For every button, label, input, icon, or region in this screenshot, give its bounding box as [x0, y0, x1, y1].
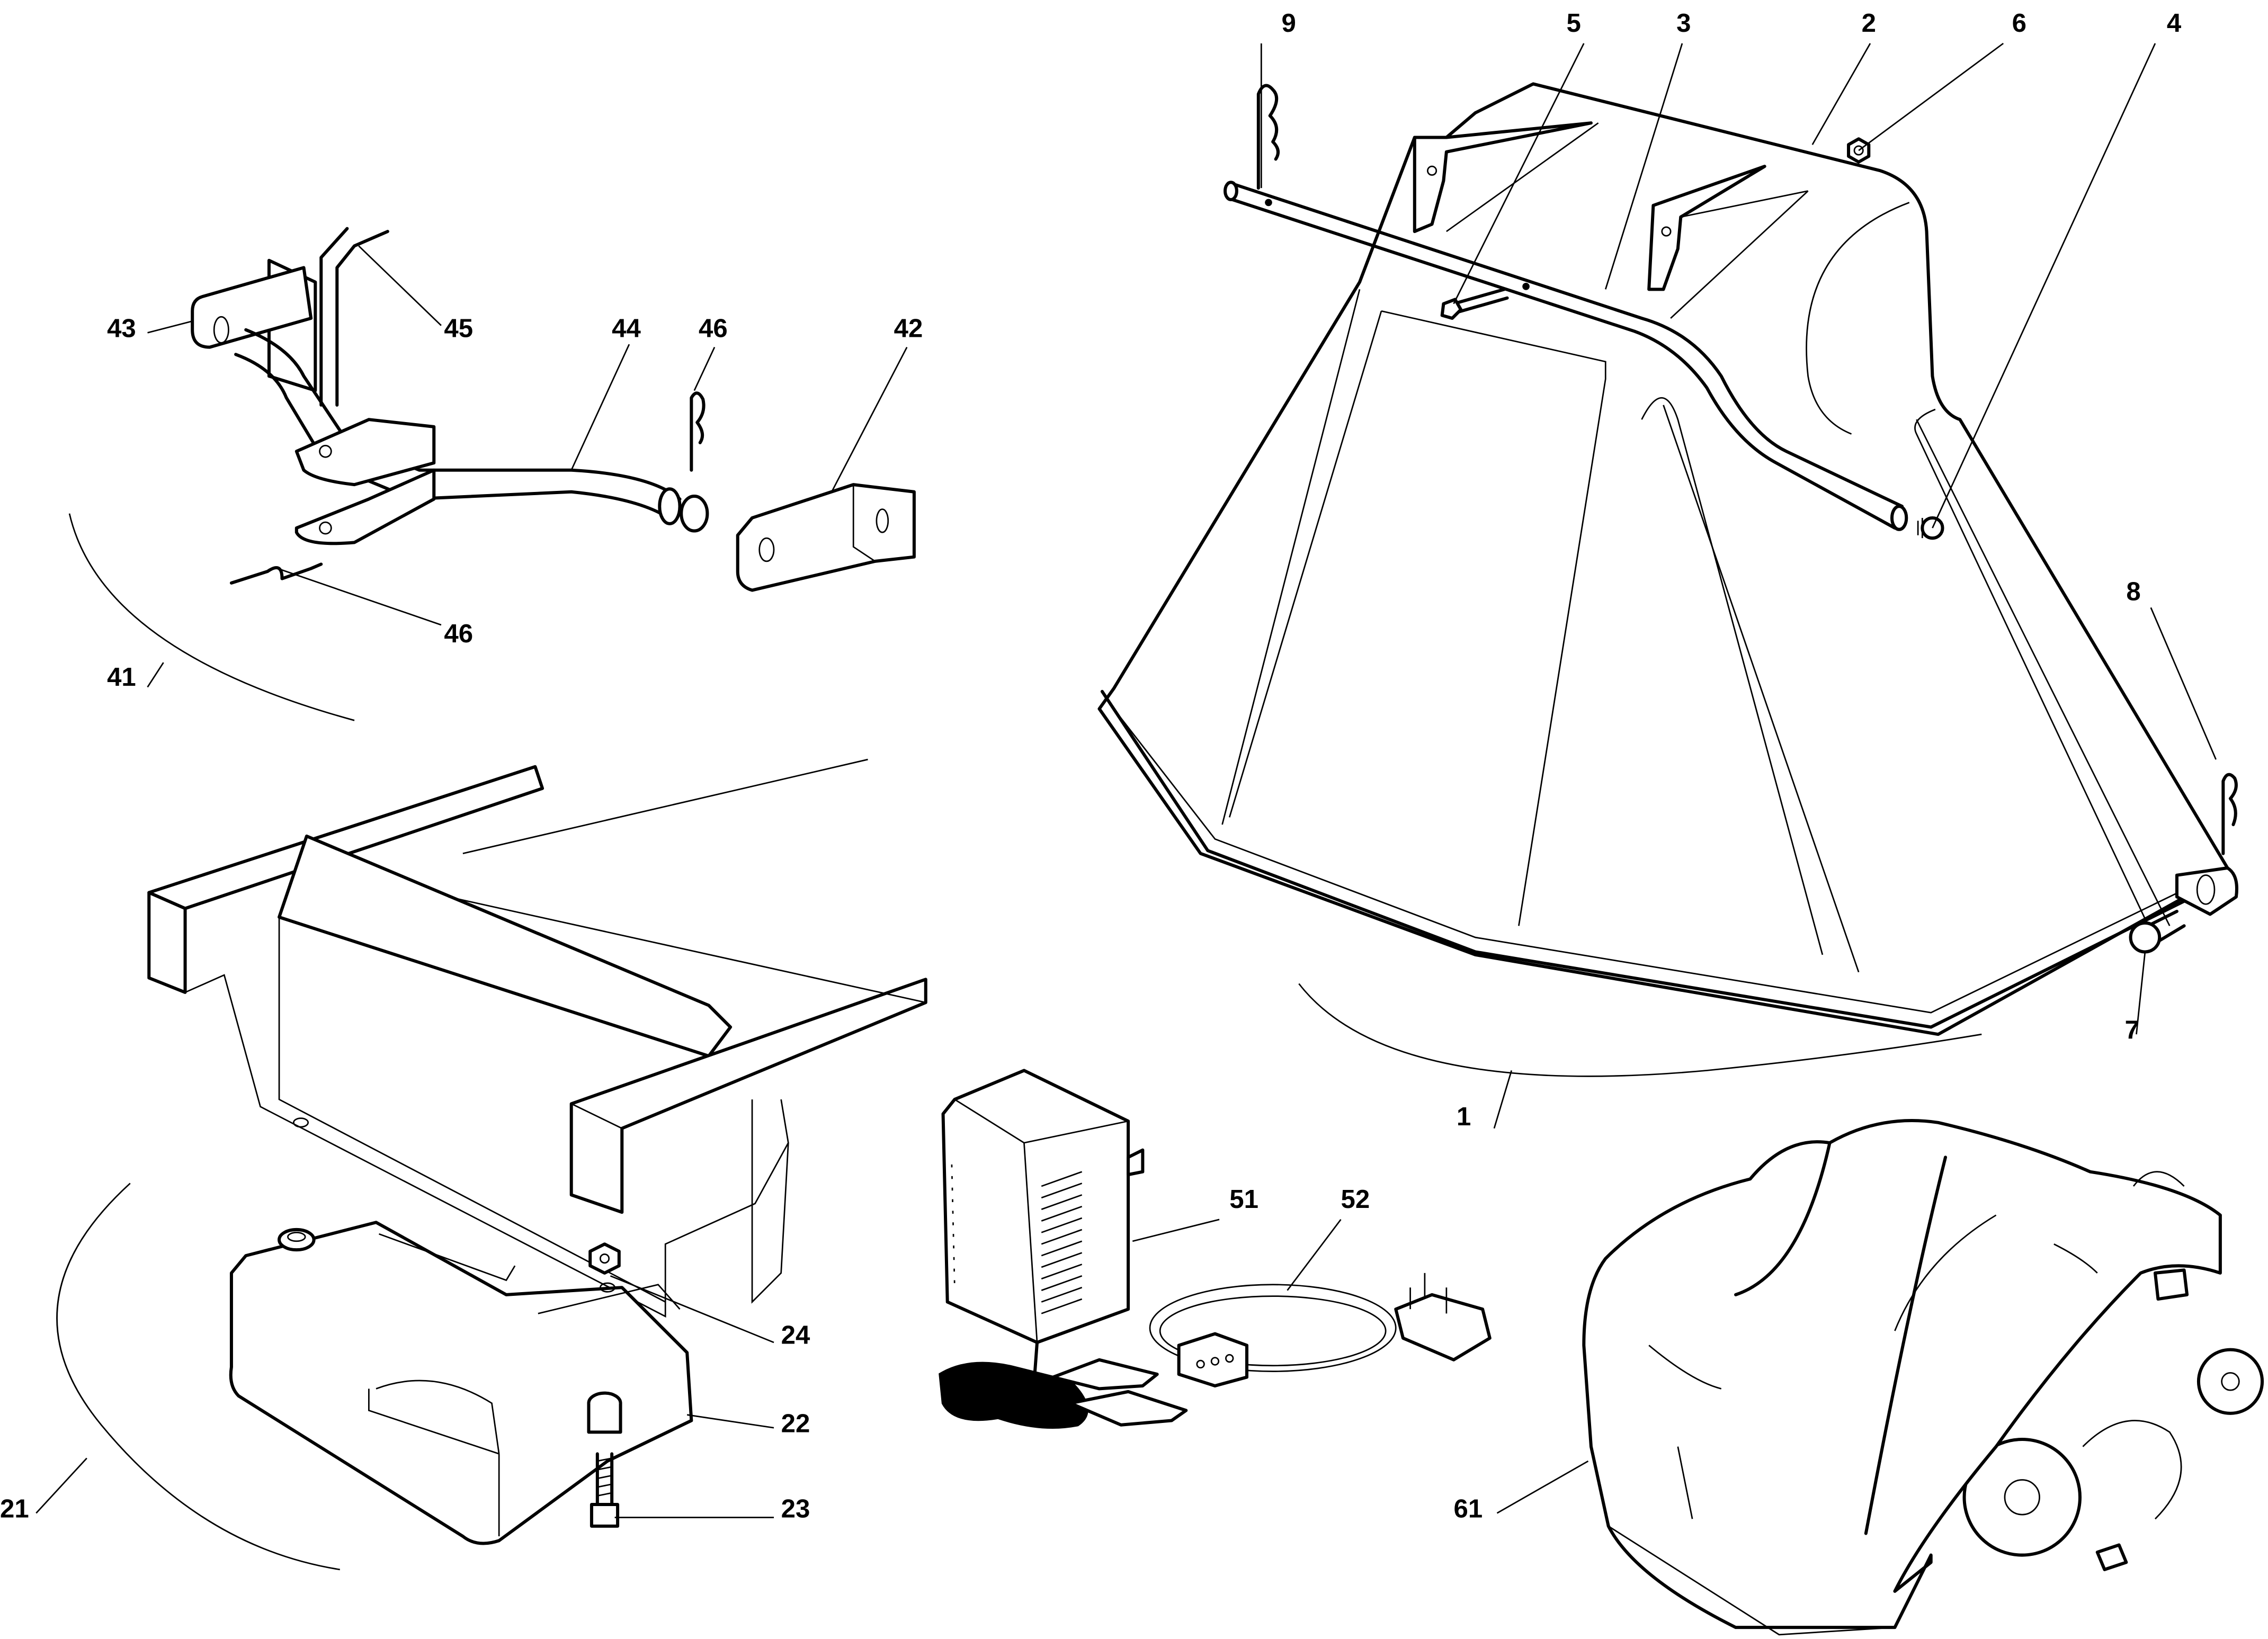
label-2: 2: [1862, 8, 1876, 38]
label-41: 41: [107, 662, 136, 692]
label-52: 52: [1341, 1185, 1370, 1214]
mower-cover: [1582, 1119, 2264, 1636]
assembly-arc: [56, 1183, 340, 1571]
label-5: 5: [1567, 8, 1581, 38]
label-45: 45: [444, 314, 473, 343]
battery-charger: [939, 1069, 1492, 1429]
assembly-arc: [68, 513, 355, 721]
label-4: 4: [2167, 8, 2182, 38]
catcher-hook-right: [1647, 165, 1766, 291]
label-46-bottom: 46: [444, 619, 473, 648]
power-cable: [1149, 1273, 1492, 1387]
nut-icon: [1847, 137, 1871, 164]
label-9: 9: [1282, 8, 1296, 38]
grass-catcher: [1097, 82, 2238, 1077]
catcher-rim: [1100, 689, 2200, 1029]
r-clip-icon: [690, 391, 706, 472]
label-7: 7: [2125, 1015, 2139, 1044]
label-51: 51: [1229, 1185, 1258, 1214]
weight-box: [229, 1221, 693, 1545]
label-8: 8: [2126, 577, 2140, 606]
leader-lines: [35, 42, 2217, 1518]
label-61: 61: [1454, 1494, 1483, 1524]
label-46-top: 46: [699, 314, 728, 343]
assembly-arc: [1298, 983, 1982, 1077]
r-clip-icon: [1256, 84, 1280, 190]
r-clip-icon: [229, 562, 323, 585]
label-21: 21: [0, 1494, 29, 1524]
hitch-bracket: [68, 227, 916, 721]
label-23: 23: [781, 1494, 810, 1524]
catcher-hook-left: [1413, 121, 1593, 234]
part-labels: 9 5 3 2 6 4 8 7 1 43 45 44 46 42 46 41 2…: [0, 8, 2182, 1523]
battery-clamp: [1068, 1390, 1188, 1427]
cover-fabric: [1582, 1119, 2222, 1629]
catcher-body: [1097, 82, 2229, 1036]
angle-bracket: [736, 483, 916, 592]
label-43: 43: [107, 314, 136, 343]
label-42: 42: [894, 314, 923, 343]
catcher-handle-bar: [1230, 182, 1904, 508]
weight-ballast: [56, 758, 927, 1571]
label-6: 6: [2012, 8, 2026, 38]
r-clip-icon: [2221, 773, 2238, 855]
label-22: 22: [781, 1409, 810, 1438]
battery-clamp: [1051, 1358, 1159, 1391]
label-3: 3: [1676, 8, 1691, 38]
cable-coil: [939, 1362, 1088, 1429]
knob-icon: [1917, 516, 1944, 540]
label-1: 1: [1457, 1102, 1471, 1131]
hinge-pin-icon: [2129, 866, 2238, 954]
charger-unit: [941, 1069, 1130, 1345]
bolt-icon: [587, 1391, 622, 1528]
label-24: 24: [781, 1321, 810, 1350]
nut-icon: [588, 1242, 621, 1293]
label-44: 44: [612, 314, 641, 343]
bolt-icon: [1440, 288, 1509, 320]
